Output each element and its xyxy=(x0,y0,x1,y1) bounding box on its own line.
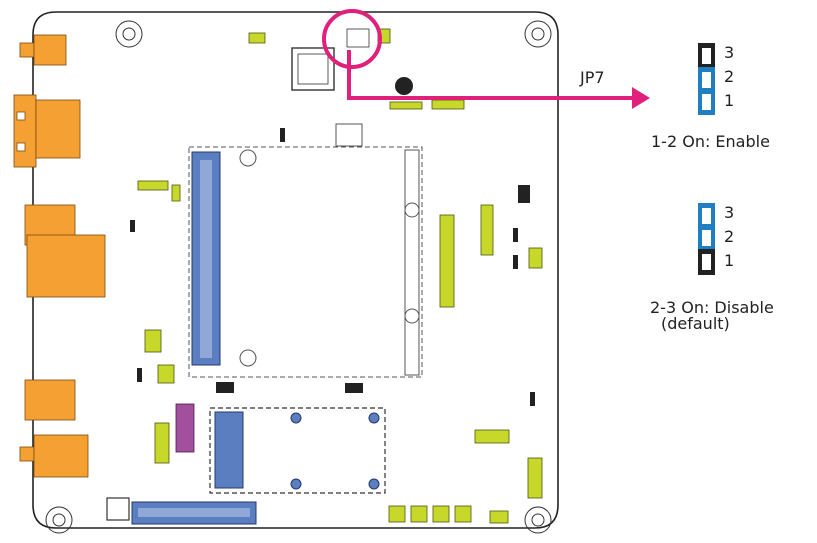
callout-arrow-head xyxy=(632,87,650,109)
header-strip-2 xyxy=(431,99,465,110)
mounting-hole-bottom-left xyxy=(45,506,73,534)
jp7-header-board xyxy=(346,28,370,48)
mounting-hole-bottom-right xyxy=(524,506,552,534)
setting-enable-caption: 1-2 On: Enable xyxy=(651,132,770,151)
pin-number-1: 1 xyxy=(724,91,735,110)
jumper-label: JP7 xyxy=(580,68,605,87)
setting-disable-caption: 2-3 On: Disable xyxy=(650,298,774,317)
mounting-hole-top-right xyxy=(524,20,552,48)
sata-connector xyxy=(175,403,195,453)
led-buttons xyxy=(388,505,472,523)
m2-area xyxy=(209,407,386,494)
m2-slot xyxy=(214,411,244,489)
header-strip-1 xyxy=(389,101,423,110)
callout-leader-line xyxy=(347,50,632,100)
bga-chip xyxy=(106,497,130,521)
sodimm-latch xyxy=(404,149,420,376)
jumper-disable-graphic xyxy=(698,203,715,275)
highlight-circle xyxy=(322,9,382,69)
pin-number-1-b: 1 xyxy=(724,251,735,270)
pin-number-2-b: 2 xyxy=(724,227,735,246)
lvds-connector xyxy=(439,214,455,308)
cmos-holder xyxy=(335,123,363,147)
pin-number-2: 2 xyxy=(724,67,735,86)
chip-bottom-right xyxy=(489,510,509,524)
jumper-enable-graphic xyxy=(698,43,715,115)
sodimm-area xyxy=(188,146,423,378)
rear-io-connectors xyxy=(13,34,106,478)
mounting-hole-top-left xyxy=(115,20,143,48)
buzzer xyxy=(395,77,413,95)
pin-number-3: 3 xyxy=(724,43,735,62)
setting-disable-note: (default) xyxy=(661,314,730,333)
pin-number-3-b: 3 xyxy=(724,203,735,222)
chip-top-left xyxy=(248,32,266,44)
board-outline xyxy=(32,11,559,529)
